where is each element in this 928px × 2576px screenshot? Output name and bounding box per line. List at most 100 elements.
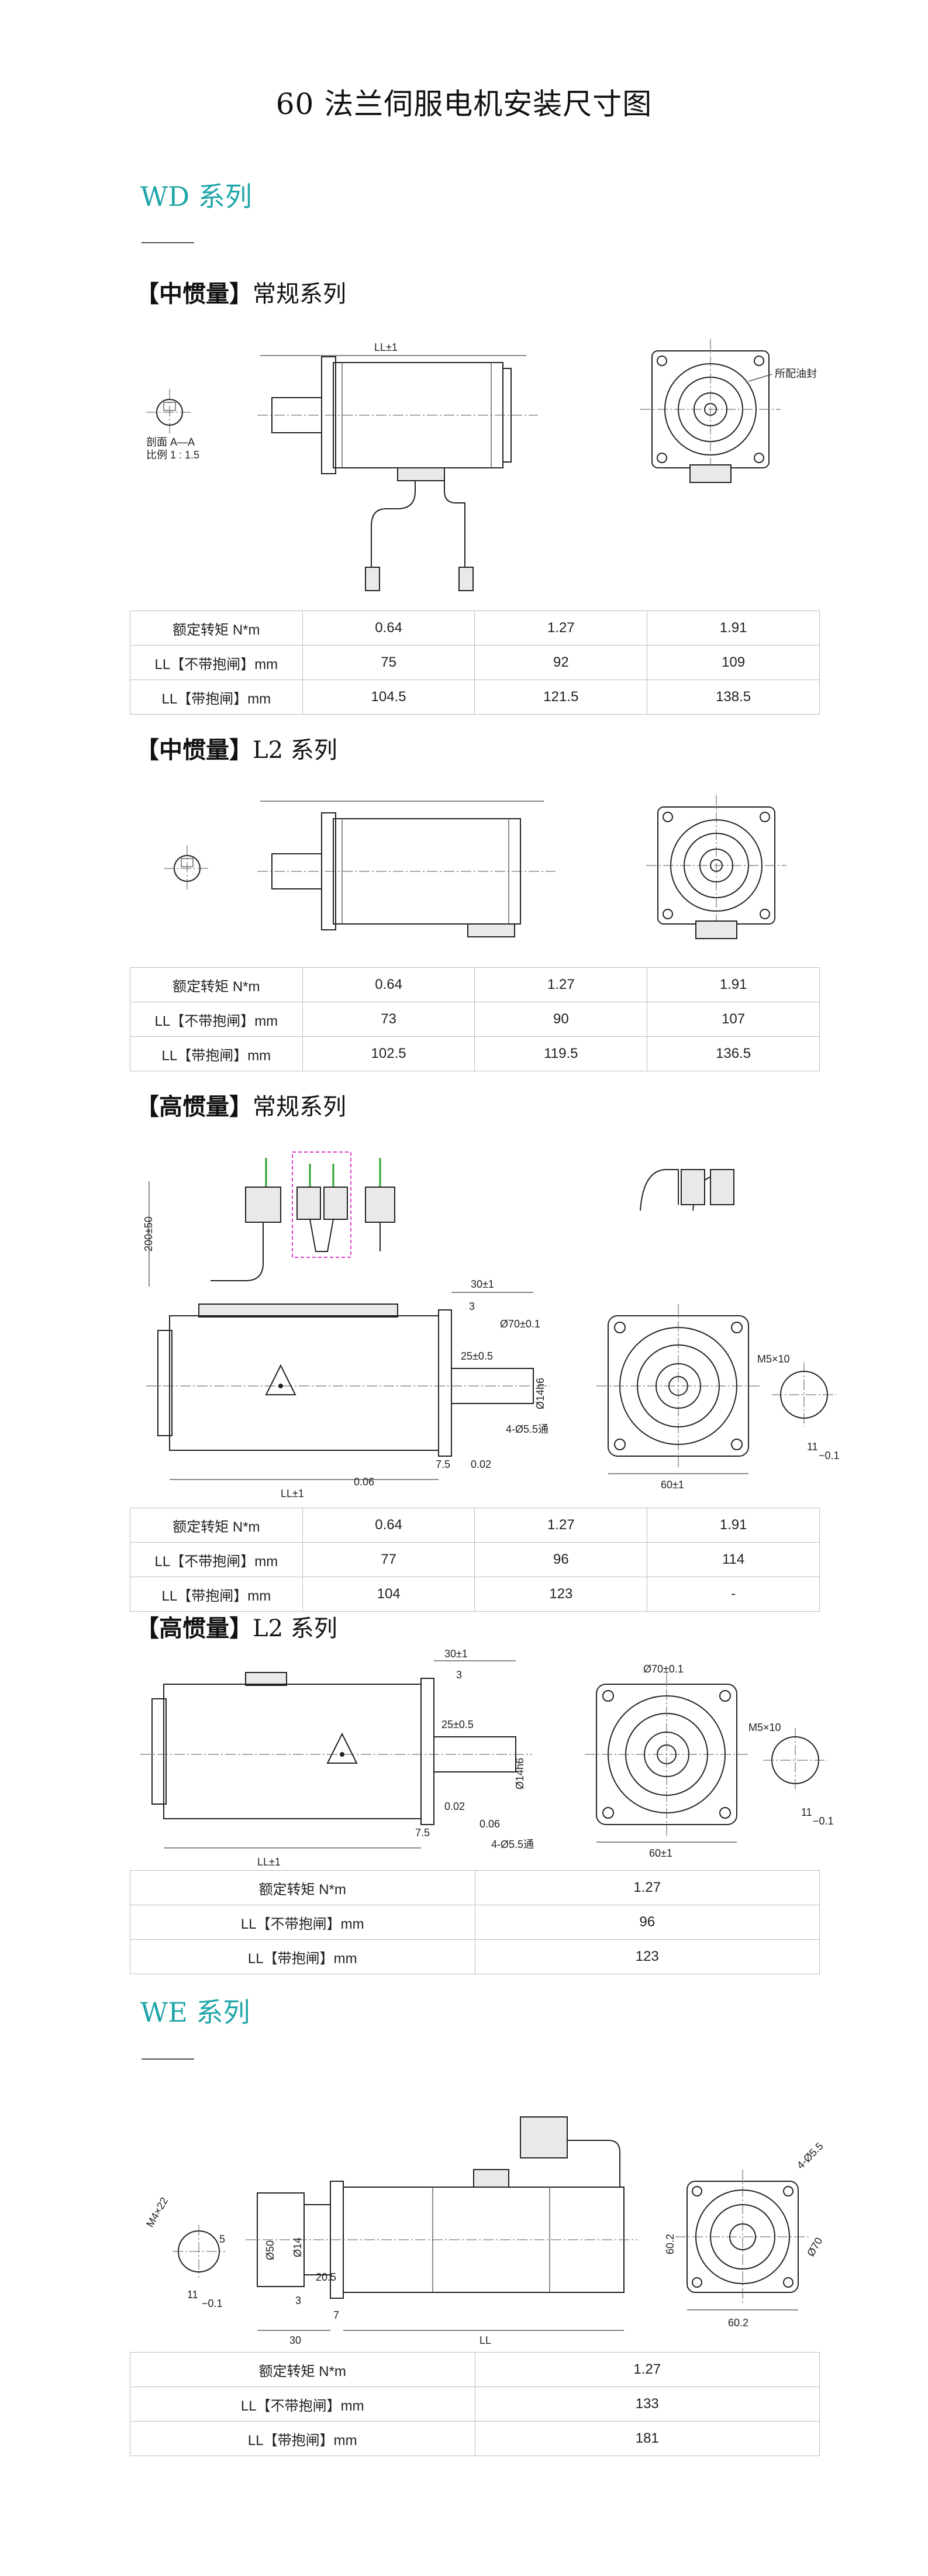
flange-dia-label: Ø70±0.1 [500, 1318, 540, 1330]
shaft-length-label: 30±1 [471, 1278, 494, 1290]
mid-regular-table: 额定转矩 N*m 0.64 1.27 1.91 LL【不带抱闸】mm 75 92… [130, 611, 820, 715]
we-drawing: M4×22 5 11 −0.1 Ø50 Ø14 20.5 3 7 30 LL [144, 2116, 826, 2346]
table-cell: 136.5 [647, 1036, 820, 1071]
we-five-label: 5 [219, 2233, 225, 2245]
we-thread-label: M4×22 [144, 2195, 170, 2229]
eleven-label: 11 [801, 1806, 812, 1818]
table-cell: 1.27 [474, 1870, 820, 1905]
we-square-v-label: 60.2 [664, 2234, 676, 2254]
tol-1: 0.02 [471, 1458, 491, 1470]
three-label: 3 [469, 1301, 475, 1312]
table-cell: 1.91 [647, 611, 820, 646]
high-l2-title-bold: 【高惯量】 [136, 1615, 253, 1642]
we-eleven-label: 11 [187, 2289, 198, 2301]
table-cell: 102.5 [302, 1036, 475, 1071]
table-cell: LL【不带抱闸】mm [130, 645, 303, 680]
table-row: 额定转矩 N*m 0.64 1.27 1.91 [130, 1508, 820, 1543]
table-row: LL【带抱闸】mm 181 [130, 2421, 820, 2456]
table-cell: 1.91 [647, 967, 820, 1002]
table-cell: 104 [302, 1577, 475, 1612]
seven-five: 7.5 [415, 1827, 430, 1839]
key-length-label: 25±0.5 [461, 1350, 493, 1362]
table-row: LL【带抱闸】mm 123 [130, 1939, 820, 1974]
high-regular-title: 【高惯量】常规系列 [136, 1088, 346, 1122]
table-cell: 1.91 [647, 1508, 820, 1543]
eleven-label: 11 [807, 1441, 818, 1453]
square-label: 60±1 [661, 1479, 684, 1491]
table-cell: 1.27 [474, 967, 648, 1002]
cable-length-label: 200±50 [143, 1216, 154, 1251]
we-neg-label: −0.1 [202, 2298, 223, 2309]
table-cell: 96 [474, 1542, 648, 1577]
table-cell: 133 [474, 2387, 820, 2422]
side-view [257, 801, 556, 937]
front-view: 60±1 [596, 1169, 760, 1491]
ll-dim-label: LL±1 [374, 342, 398, 353]
table-cell: - [647, 1577, 820, 1612]
table-cell: LL【带抱闸】mm [130, 2421, 475, 2456]
table-cell: 0.64 [302, 1508, 475, 1543]
table-cell: LL【带抱闸】mm [130, 1577, 303, 1612]
table-cell: LL【带抱闸】mm [130, 1939, 475, 1974]
table-row: LL【不带抱闸】mm 96 [130, 1905, 820, 1940]
seven-five: 7.5 [436, 1458, 450, 1470]
wd-series-divider [142, 242, 194, 243]
square-label: 60±1 [649, 1847, 672, 1859]
tol-1: 0.02 [444, 1801, 465, 1812]
we-pilot-label: Ø50 [264, 2240, 276, 2260]
cable-harness: 200±50 [143, 1151, 395, 1287]
tol-3: 0.06 [479, 1818, 500, 1830]
table-cell: 123 [474, 1939, 820, 1974]
shaft-dia-label: Ø14h6 [534, 1378, 546, 1409]
table-cell: LL【不带抱闸】mm [130, 2387, 475, 2422]
high-l2-table: 额定转矩 N*m 1.27 LL【不带抱闸】mm 96 LL【带抱闸】mm 12… [130, 1870, 820, 1974]
side-view: Ø50 Ø14 20.5 3 7 30 LL [246, 2116, 637, 2346]
mid-regular-title-bold: 【中惯量】 [136, 280, 253, 308]
table-cell: LL【不带抱闸】mm [130, 1905, 475, 1940]
shaft-dia-label: Ø14h6 [514, 1758, 526, 1789]
we-series-title: WE 系列 [140, 1996, 250, 2028]
scale-label: 比例 1 : 1.5 [146, 449, 199, 461]
table-row: LL【带抱闸】mm 104.5 121.5 138.5 [130, 680, 820, 715]
table-row: 额定转矩 N*m 0.64 1.27 1.91 [130, 967, 820, 1002]
table-row: LL【不带抱闸】mm 75 92 109 [130, 645, 820, 680]
wd-series-title: WD 系列 [140, 181, 252, 212]
oil-seal-label: 所配油封 [775, 368, 817, 380]
key-length-label: 25±0.5 [441, 1719, 474, 1730]
high-regular-table: 额定转矩 N*m 0.64 1.27 1.91 LL【不带抱闸】mm 77 96… [130, 1508, 820, 1612]
table-cell: 90 [474, 1002, 648, 1037]
we-holes-label: 4-Ø5.5 [795, 2140, 826, 2171]
table-cell: LL【带抱闸】mm [130, 1036, 303, 1071]
mid-l2-table: 额定转矩 N*m 0.64 1.27 1.91 LL【不带抱闸】mm 73 90… [130, 967, 820, 1071]
shaft-end-view: M5×10 11 −0.1 [748, 1722, 834, 1827]
table-row: LL【带抱闸】mm 102.5 119.5 136.5 [130, 1036, 820, 1071]
table-cell: 96 [474, 1905, 820, 1940]
shaft-end-view: M4×22 5 11 −0.1 [144, 2195, 225, 2309]
holes-label: 4-Ø5.5通 [506, 1423, 548, 1435]
table-cell: 73 [302, 1002, 475, 1037]
front-view: 4-Ø5.5 Ø70 60.2 60.2 [664, 2140, 826, 2329]
shaft-length-label: 30±1 [444, 1648, 468, 1660]
table-cell: LL【带抱闸】mm [130, 680, 303, 715]
high-l2-drawing: LL±1 30±1 3 25±0.5 Ø14h6 0.02 0.06 4-Ø5.… [140, 1648, 834, 1868]
table-cell: 1.27 [474, 1508, 648, 1543]
thread-label: M5×10 [748, 1722, 781, 1733]
ll-dim-label: LL±1 [257, 1856, 281, 1868]
mid-l2-title-bold: 【中惯量】 [136, 736, 253, 764]
we-table: 额定转矩 N*m 1.27 LL【不带抱闸】mm 133 LL【带抱闸】mm 1… [130, 2352, 820, 2456]
table-cell: 104.5 [302, 680, 475, 715]
we-flange-label: Ø70 [805, 2236, 824, 2258]
table-row: 额定转矩 N*m 0.64 1.27 1.91 [130, 611, 820, 646]
table-cell: 123 [474, 1577, 648, 1612]
front-view: Ø70±0.1 60±1 [585, 1663, 748, 1859]
table-cell: 181 [474, 2421, 820, 2456]
high-l2-title: 【高惯量】L2 系列 [136, 1609, 337, 1643]
we-key-label: 20.5 [316, 2271, 336, 2283]
section-view-a [164, 845, 211, 892]
we-shaft-label: Ø14 [292, 2237, 303, 2257]
ll-dim-label: LL±1 [281, 1488, 304, 1499]
mid-l2-title: 【中惯量】L2 系列 [136, 731, 337, 765]
we-seven-label: 7 [333, 2309, 339, 2321]
table-row: LL【不带抱闸】mm 133 [130, 2387, 820, 2422]
mid-regular-title-rest: 常规系列 [253, 281, 346, 308]
